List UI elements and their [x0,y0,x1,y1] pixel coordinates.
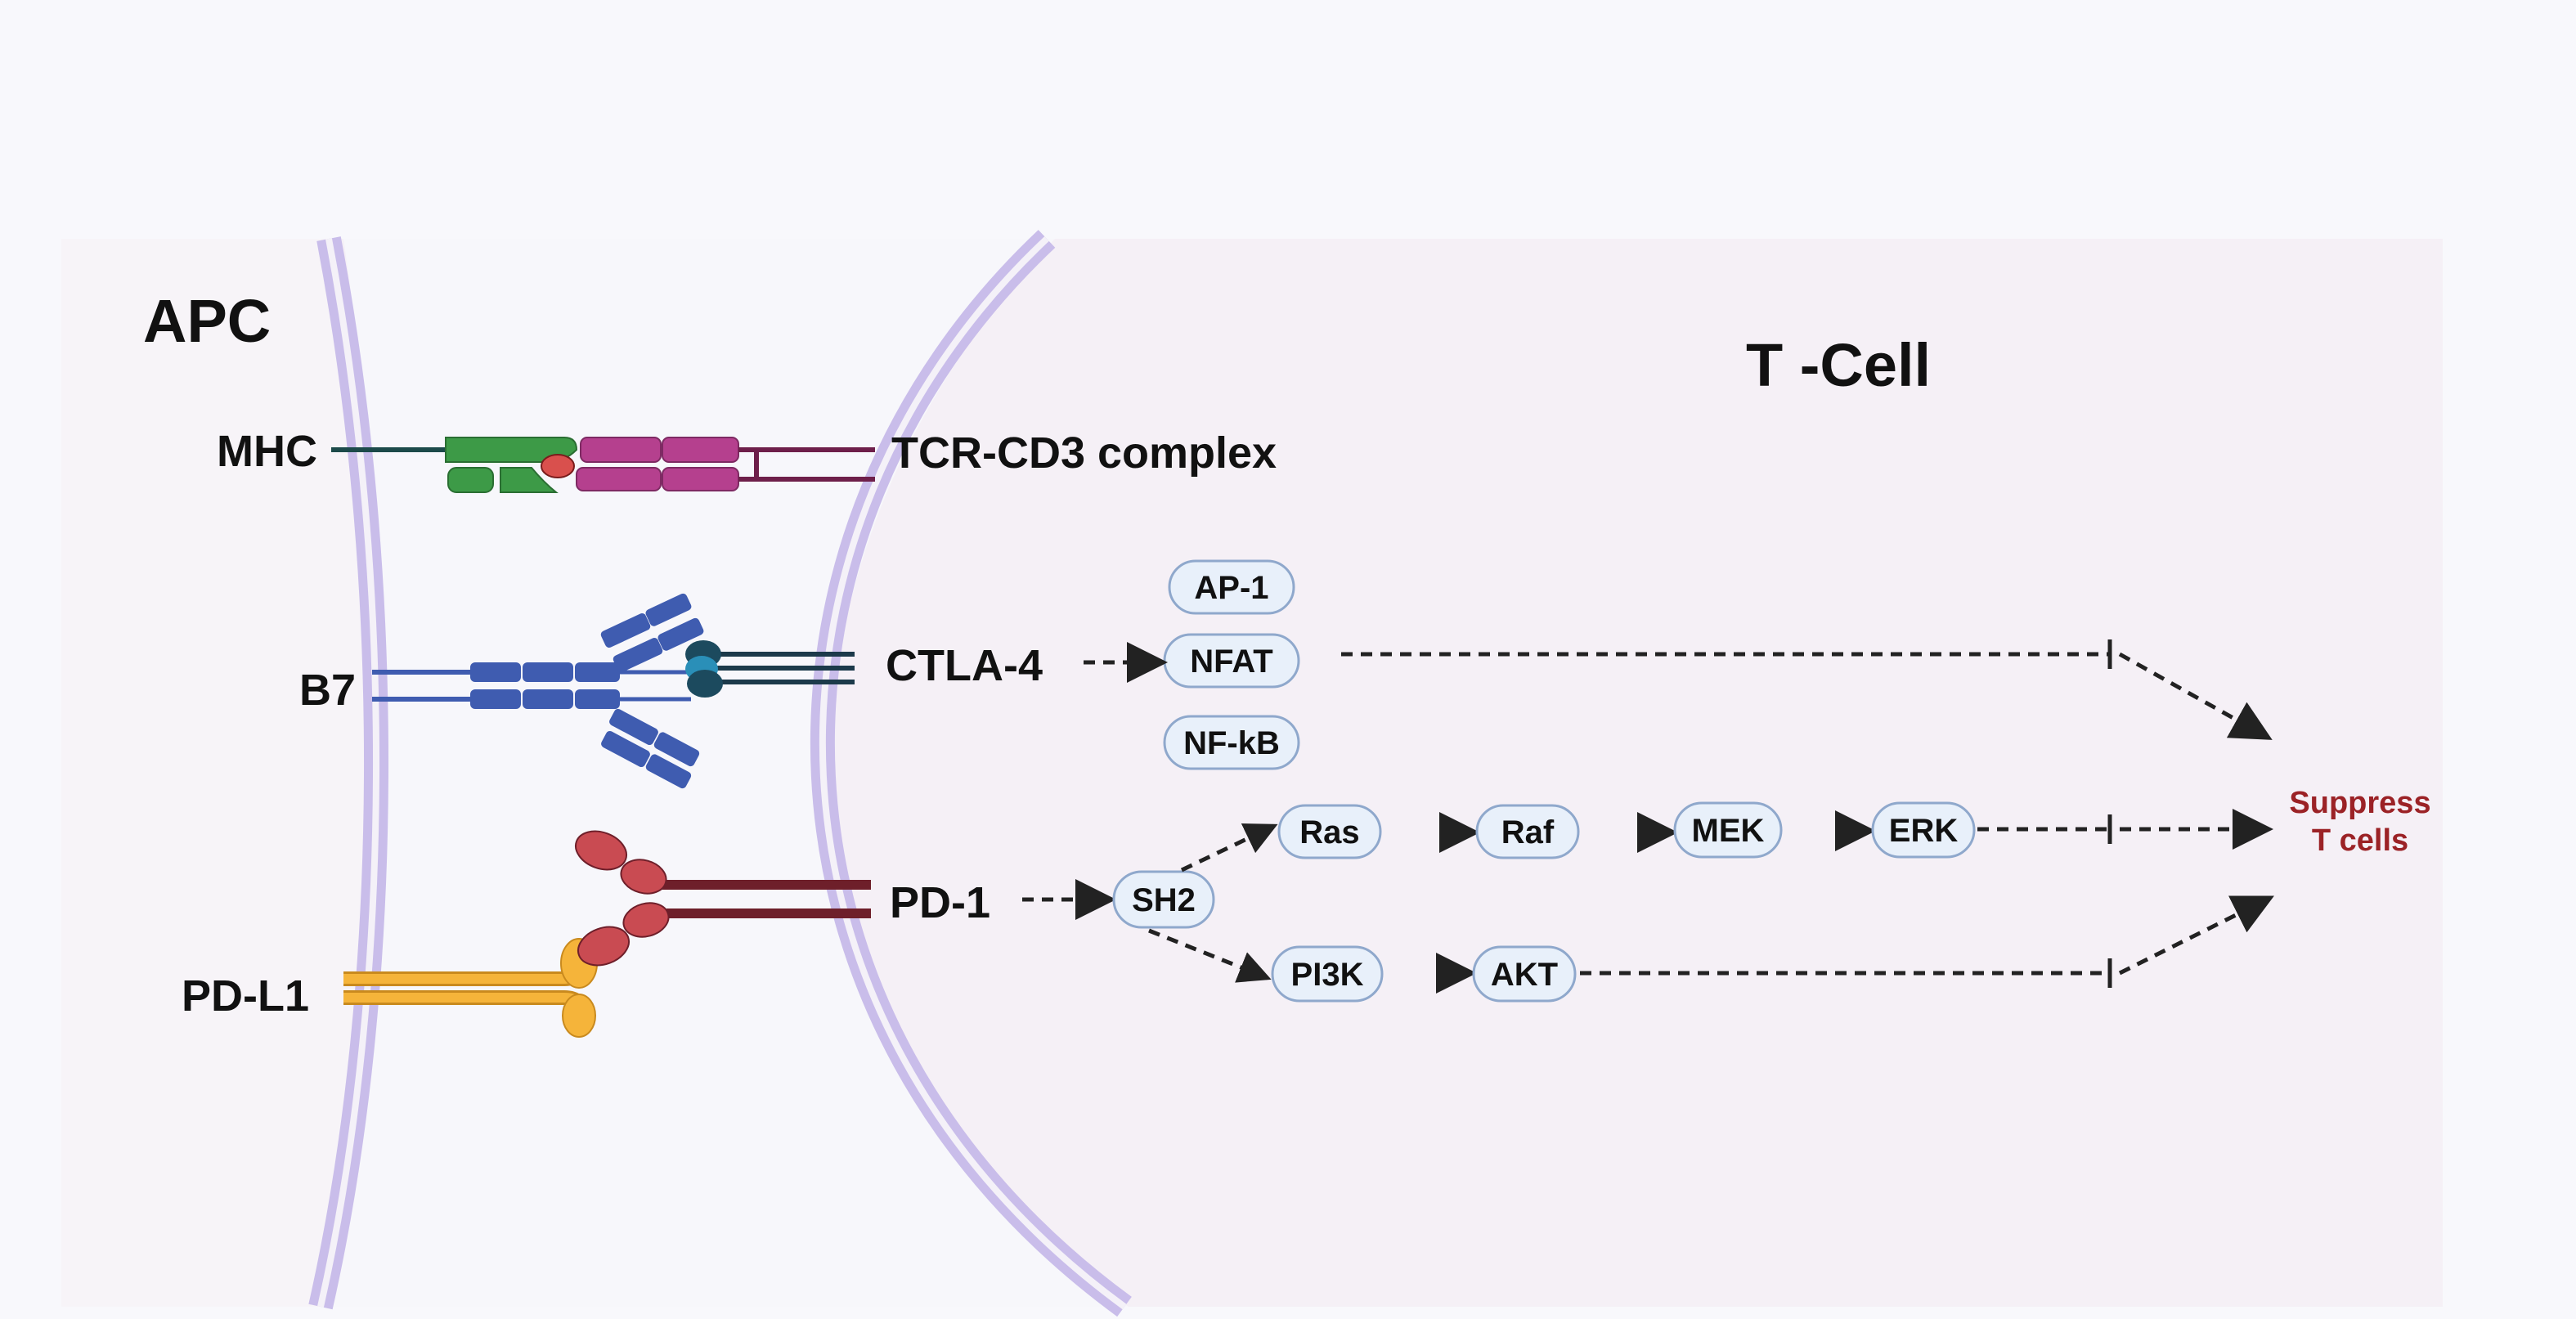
akt-node-box [1472,945,1577,1003]
mek-node: MEK [1692,813,1765,849]
ras-node: Ras [1299,814,1359,850]
nfkb-node-box [1163,715,1300,770]
erk-node-box [1871,801,1976,859]
tcr-cd3-label: TCR-CD3 complex [891,428,1277,478]
sh2-node: SH2 [1132,882,1196,918]
nfat-node: NFAT [1190,644,1272,680]
ctla4-label: CTLA-4 [886,641,1043,690]
ctla4-molecule [685,640,855,698]
antigen-peptide [541,454,575,478]
nfat-to-suppress-arrow [2118,652,2273,740]
sh2-to-pi3k-arrow [1148,928,1272,983]
mhc-label: MHC [217,427,317,476]
pi3k-node-box [1271,945,1384,1003]
b7-molecule [372,593,704,789]
apc-cell-region [61,239,370,1307]
pd1-label: PD-1 [890,878,990,927]
pd1-molecule [575,830,871,967]
ap1-node-box [1168,559,1295,615]
suppress-label-line1: Suppress [2289,786,2430,820]
akt-node: AKT [1491,957,1558,993]
raf-node: Raf [1501,814,1555,850]
pi3k-node: PI3K [1291,957,1364,993]
b7-label: B7 [299,666,356,715]
synapse-gap-region [327,239,1129,1307]
apc-membrane [308,236,389,1310]
raf-node-box [1475,804,1580,859]
ras-node-box [1277,804,1382,859]
tcr-cd3-complex [576,437,875,491]
pdl1-molecule [343,938,598,1038]
mek-node-box [1673,801,1783,859]
erk-node: ERK [1889,813,1959,849]
sh2-node-box [1112,870,1215,929]
ap1-node: AP-1 [1194,570,1268,606]
nfkb-node: NF-kB [1183,725,1280,761]
suppress-label-line2: T cells [2312,823,2408,858]
akt-to-suppress-arrow [2118,895,2274,976]
mhc-molecule [331,437,578,493]
tcell-label: T -Cell [1746,331,1931,399]
sh2-to-ras-arrow [1180,823,1278,873]
pdl1-label: PD-L1 [182,971,309,1021]
apc-label: APC [143,287,271,355]
tcell-membrane [810,230,1132,1317]
